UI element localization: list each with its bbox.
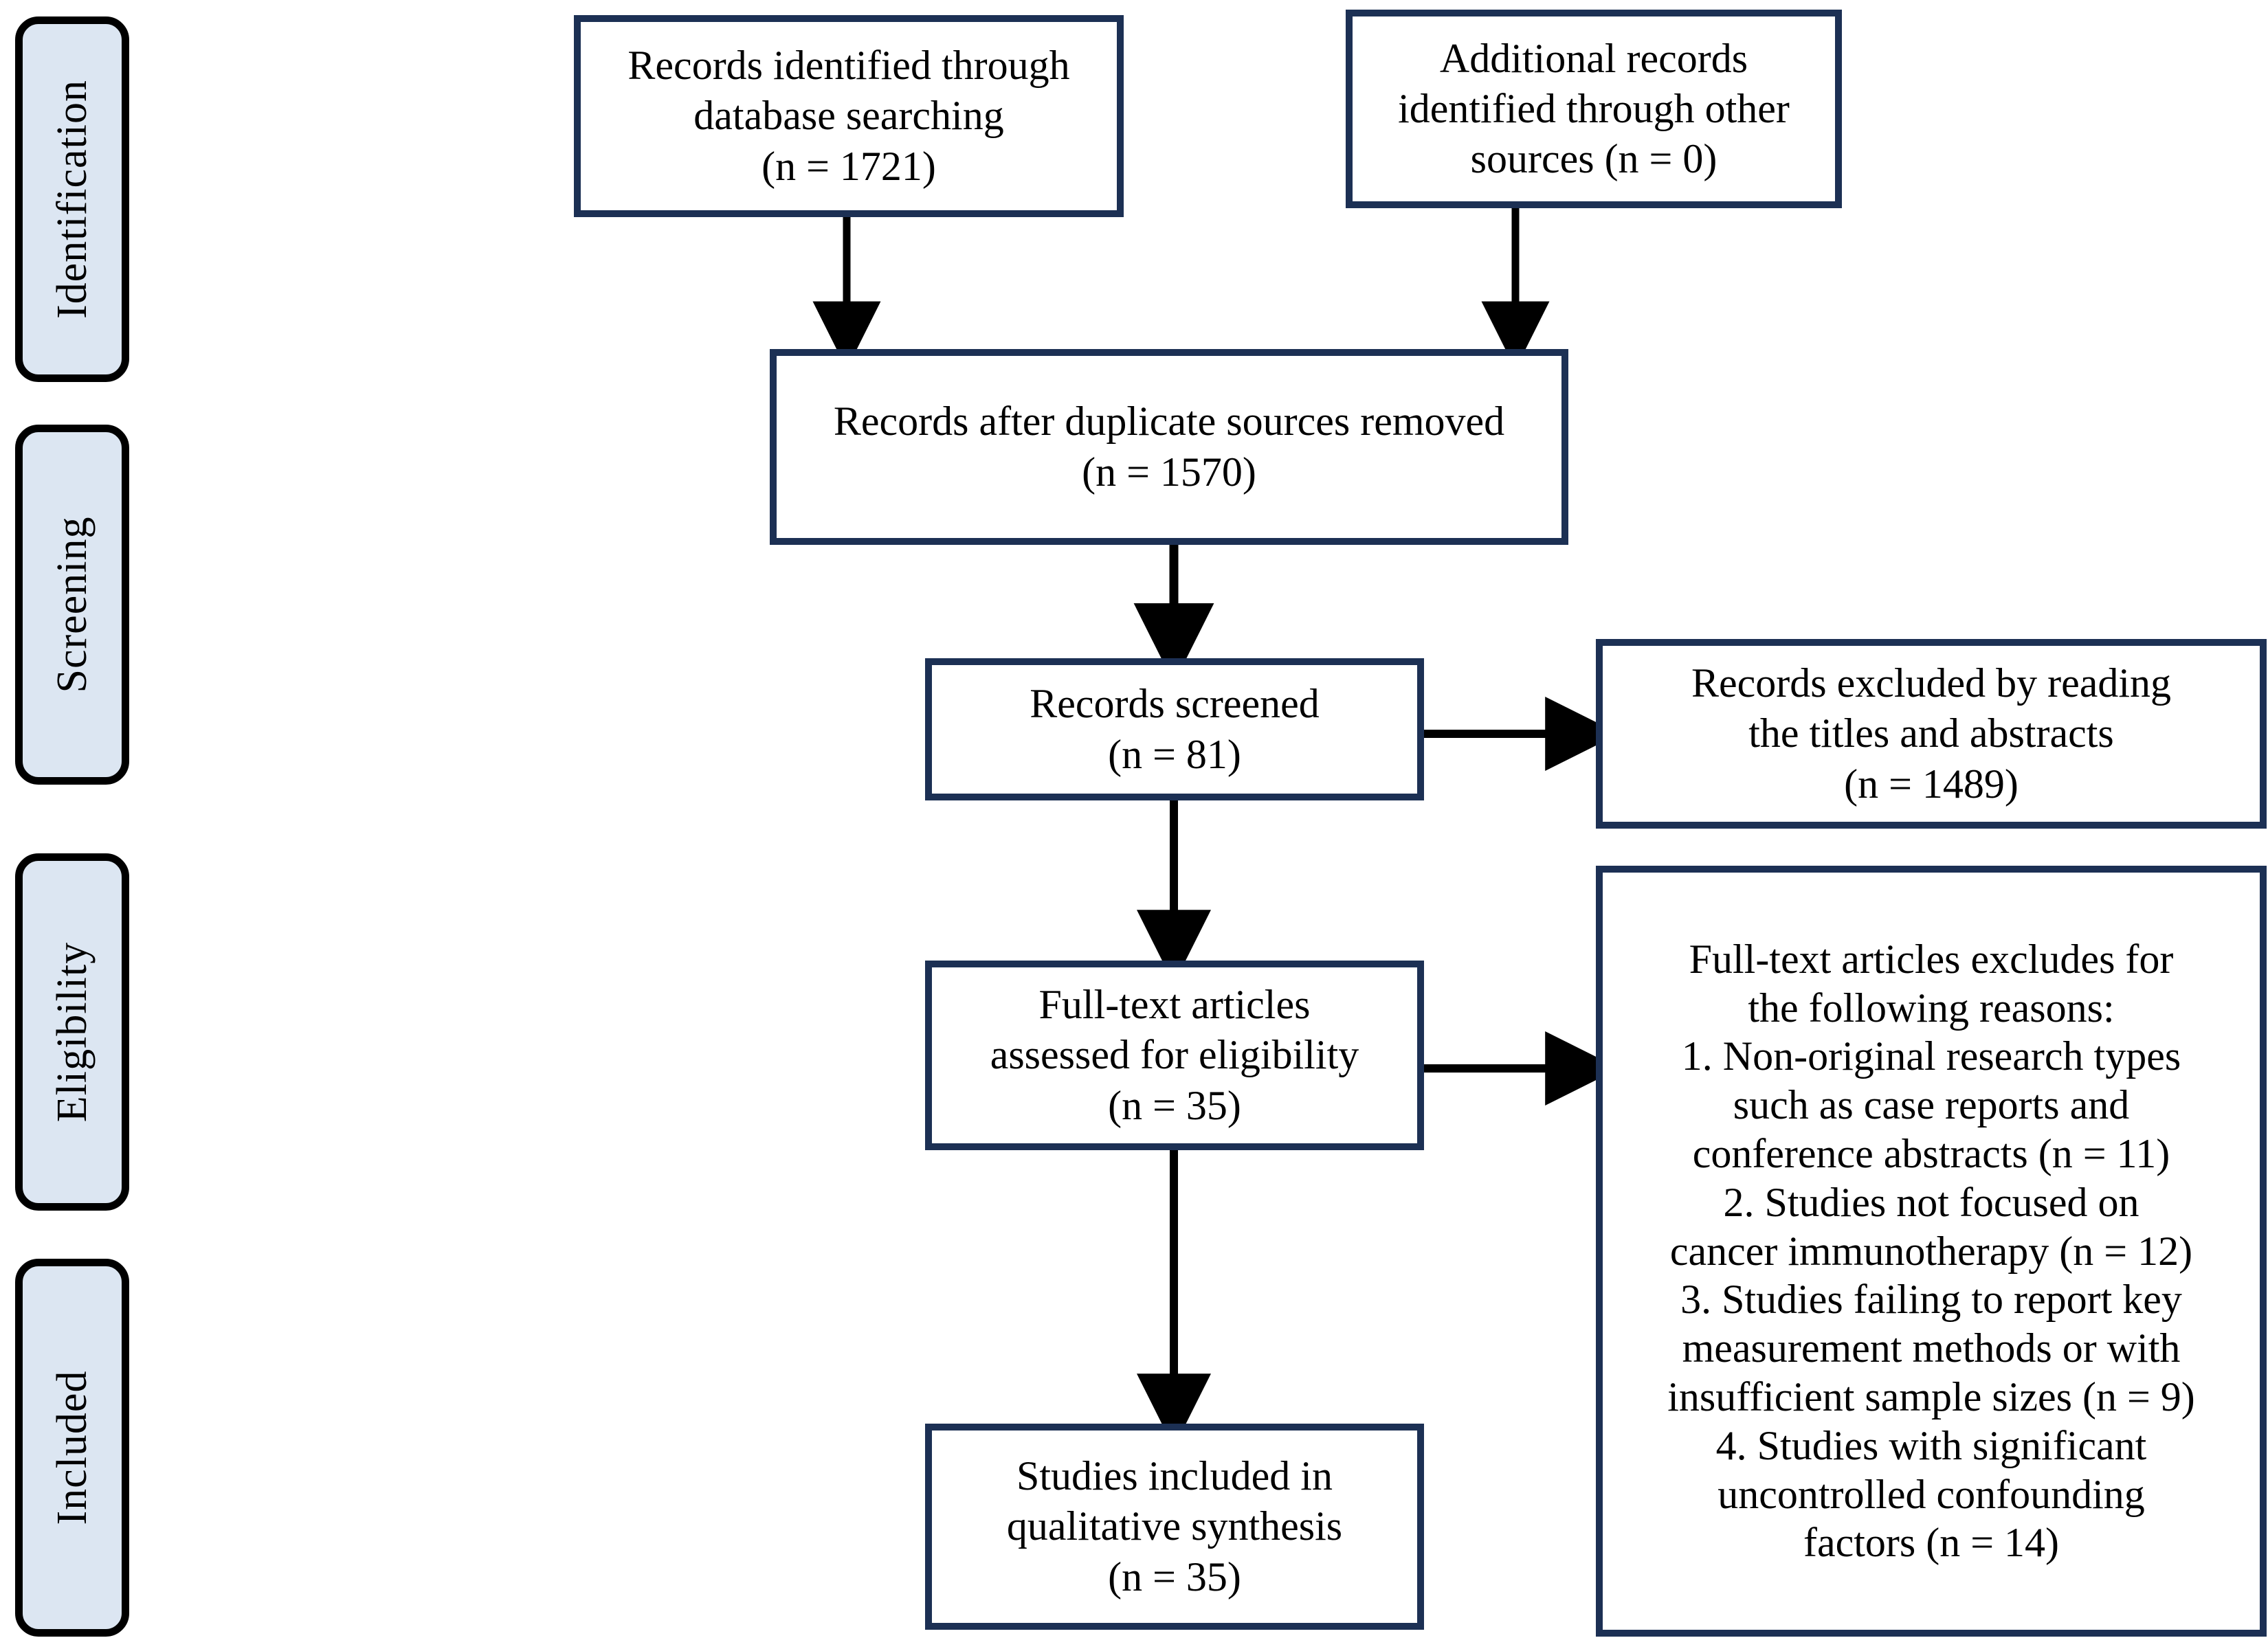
- box-duplicates-removed: Records after duplicate sources removed …: [770, 349, 1568, 545]
- box-fulltext-excluded-line-6: 2. Studies not focused on: [1723, 1179, 2139, 1225]
- box-fulltext-excluded-line-2: the following reasons:: [1748, 985, 2115, 1031]
- box-additional-records-line-1: Additional records: [1439, 35, 1748, 81]
- box-records-identified: Records identified through database sear…: [574, 15, 1124, 217]
- box-records-identified-line-1: Records identified through: [627, 43, 1070, 89]
- box-fulltext-excluded-line-11: 4. Studies with significant: [1715, 1422, 2147, 1468]
- box-studies-included-line-3: (n = 35): [1108, 1553, 1241, 1600]
- box-fulltext-excluded-line-8: 3. Studies failing to report key: [1680, 1277, 2182, 1323]
- box-additional-records: Additional records identified through ot…: [1346, 10, 1842, 208]
- box-records-identified-line-2: database searching: [693, 93, 1004, 139]
- box-duplicates-removed-line-2: (n = 1570): [1082, 449, 1256, 495]
- box-fulltext-assessed-line-1: Full-text articles: [1038, 982, 1311, 1028]
- phase-label-eligibility: Eligibility: [15, 853, 129, 1211]
- box-fulltext-excluded-line-1: Full-text articles excludes for: [1689, 936, 2174, 982]
- phase-label-identification: Identification: [15, 16, 129, 382]
- box-fulltext-excluded-line-9: measurement methods or with: [1682, 1325, 2181, 1371]
- box-fulltext-excluded-line-10: insufficient sample sizes (n = 9): [1667, 1373, 2195, 1420]
- box-fulltext-assessed-line-3: (n = 35): [1108, 1082, 1241, 1128]
- box-studies-included: Studies included in qualitative synthesi…: [925, 1424, 1424, 1630]
- box-records-identified-line-3: (n = 1721): [761, 143, 936, 189]
- box-fulltext-excluded-line-7: cancer immunotherapy (n = 12): [1669, 1228, 2193, 1274]
- box-duplicates-removed-line-1: Records after duplicate sources removed: [833, 399, 1505, 445]
- box-records-screened-line-1: Records screened: [1030, 681, 1320, 727]
- phase-label-included: Included: [15, 1259, 129, 1637]
- phase-label-eligibility-text: Eligibility: [49, 941, 96, 1123]
- box-fulltext-assessed-line-2: assessed for eligibility: [990, 1032, 1359, 1078]
- box-studies-included-line-1: Studies included in: [1016, 1453, 1333, 1499]
- phase-label-included-text: Included: [49, 1370, 96, 1525]
- box-fulltext-excluded-line-3: 1. Non-original research types: [1681, 1033, 2181, 1079]
- box-fulltext-excluded: Full-text articles excludes for the foll…: [1596, 866, 2267, 1637]
- box-records-excluded: Records excluded by reading the titles a…: [1596, 639, 2267, 829]
- box-fulltext-assessed: Full-text articles assessed for eligibil…: [925, 961, 1424, 1150]
- box-studies-included-line-2: qualitative synthesis: [1006, 1503, 1343, 1549]
- box-records-screened-line-2: (n = 81): [1108, 731, 1241, 777]
- box-fulltext-excluded-line-13: factors (n = 14): [1803, 1520, 2060, 1566]
- phase-label-identification-text: Identification: [49, 80, 96, 319]
- box-records-excluded-line-3: (n = 1489): [1844, 761, 2019, 807]
- box-fulltext-excluded-line-5: conference abstracts (n = 11): [1692, 1131, 2170, 1176]
- box-records-screened: Records screened (n = 81): [925, 658, 1424, 800]
- box-additional-records-line-2: identified through other: [1398, 85, 1790, 131]
- phase-label-screening: Screening: [15, 425, 129, 785]
- box-records-excluded-line-1: Records excluded by reading: [1691, 660, 2172, 706]
- phase-label-screening-text: Screening: [49, 516, 96, 693]
- box-fulltext-excluded-line-4: such as case reports and: [1733, 1082, 2130, 1128]
- box-fulltext-excluded-line-12: uncontrolled confounding: [1717, 1471, 2145, 1517]
- box-additional-records-line-3: sources (n = 0): [1470, 136, 1717, 182]
- box-records-excluded-line-2: the titles and abstracts: [1748, 710, 2114, 756]
